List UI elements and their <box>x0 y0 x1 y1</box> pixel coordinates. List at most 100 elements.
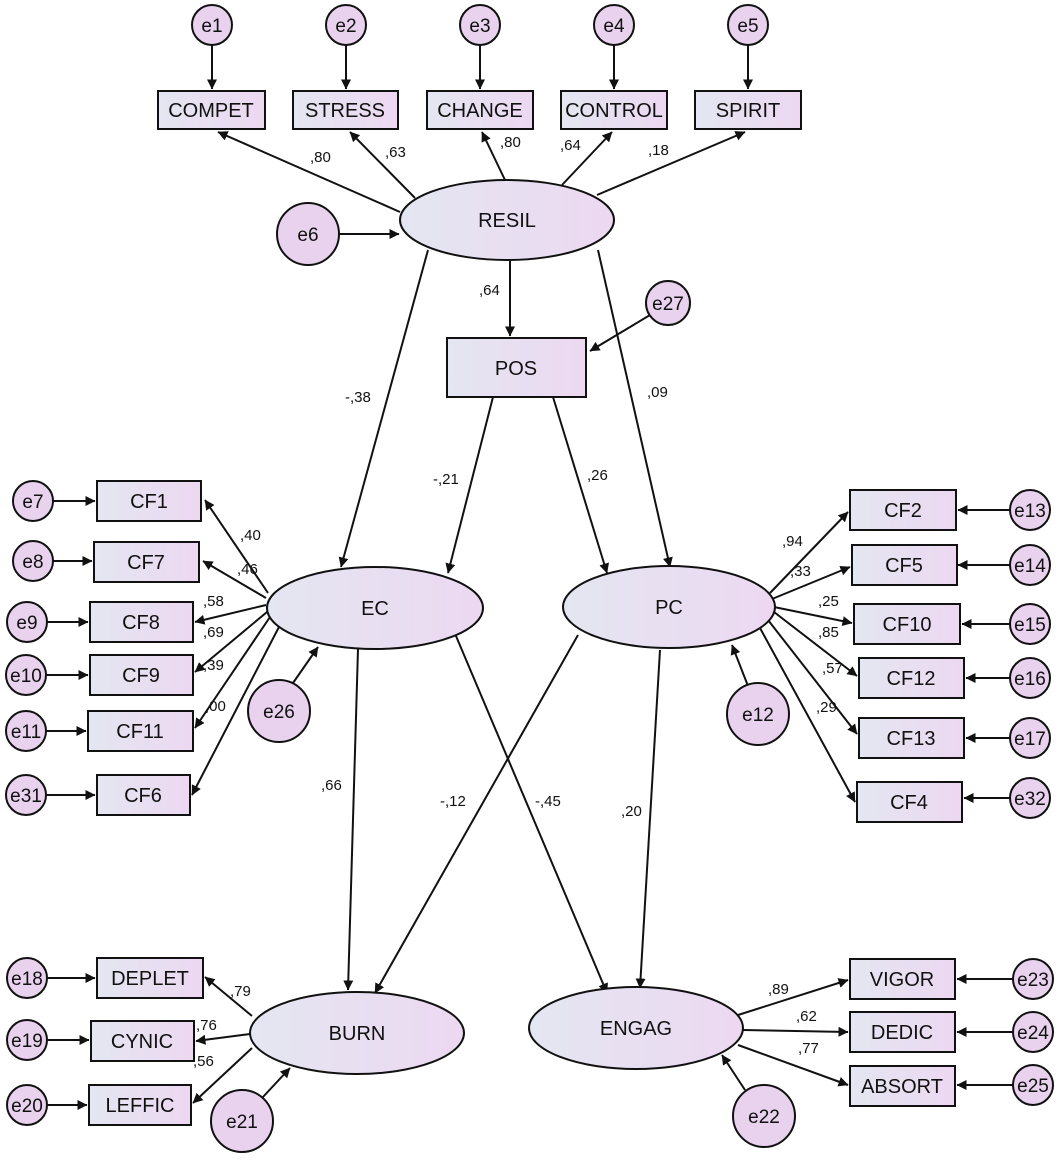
error-e6: e6 <box>276 202 340 266</box>
arrow-burn-leffic <box>192 1047 253 1104</box>
arrow-pc-cf12 <box>773 611 858 677</box>
svg-text:e31: e31 <box>10 786 42 807</box>
coef-engag-vigor: ,89 <box>768 981 789 998</box>
svg-text:e22: e22 <box>748 1107 780 1128</box>
arrow-ec-cf1 <box>204 499 269 594</box>
svg-text:e19: e19 <box>11 1031 43 1052</box>
svg-text:e9: e9 <box>16 613 37 634</box>
latent-engag: ENGAG <box>528 986 744 1070</box>
arrow-e12-pc <box>730 644 749 687</box>
error-e3: e3 <box>459 4 501 46</box>
svg-text:e10: e10 <box>10 666 42 687</box>
svg-text:COMPET: COMPET <box>168 100 254 122</box>
coef-burn-leffic: ,56 <box>193 1053 214 1070</box>
svg-text:SPIRIT: SPIRIT <box>716 100 780 122</box>
coef-burn-cynic: ,76 <box>196 1017 217 1034</box>
observed-vigor: VIGOR <box>849 958 956 1000</box>
coef-engag-absort: ,77 <box>798 1040 819 1057</box>
coef-ec-cf11: ,39 <box>203 657 224 674</box>
coef-engag-dedic: ,62 <box>796 1008 817 1025</box>
svg-text:CF2: CF2 <box>884 500 922 522</box>
error-e17: e17 <box>1009 717 1051 759</box>
arrow-resil-control <box>561 131 613 186</box>
svg-text:CONTROL: CONTROL <box>565 100 663 122</box>
arrow-pos-ec <box>445 396 494 574</box>
coef-ec-cf9: ,69 <box>203 624 224 641</box>
observed-cf2: CF2 <box>849 489 957 531</box>
observed-cf11: CF11 <box>87 710 194 752</box>
svg-text:CF13: CF13 <box>887 728 936 750</box>
svg-text:e2: e2 <box>335 16 356 37</box>
latent-burn: BURN <box>249 991 465 1075</box>
arrow-e21-burn <box>261 1067 291 1099</box>
svg-text:e18: e18 <box>11 969 43 990</box>
error-e7: e7 <box>12 480 54 522</box>
arrow-pc-cf4 <box>759 627 856 803</box>
observed-deplet: DEPLET <box>96 957 204 999</box>
arrow-resil-stress <box>349 131 416 199</box>
svg-text:CF12: CF12 <box>887 668 936 690</box>
svg-text:EC: EC <box>361 598 389 620</box>
coef-resil-stress: ,63 <box>385 144 406 161</box>
svg-text:e21: e21 <box>226 1112 258 1133</box>
observed-cf6: CF6 <box>96 774 191 816</box>
arrow-burn-deplet <box>204 976 253 1017</box>
coef-resil-spirit: ,18 <box>648 142 669 159</box>
arrow-pos-pc <box>552 396 609 574</box>
svg-text:BURN: BURN <box>329 1023 386 1045</box>
observed-cf5: CF5 <box>851 544 958 586</box>
error-e25: e25 <box>1012 1064 1054 1106</box>
svg-text:STRESS: STRESS <box>305 100 385 122</box>
observed-cf9: CF9 <box>89 654 194 696</box>
svg-text:e6: e6 <box>297 225 318 246</box>
coef-pos-ec: -,21 <box>433 471 459 488</box>
arrow-pc-burn <box>374 634 579 994</box>
arrow-resil-ec <box>338 249 429 568</box>
arrow-pc-cf10 <box>773 606 853 626</box>
observed-compet: COMPET <box>157 90 266 130</box>
observed-cf13: CF13 <box>858 717 965 759</box>
error-e32: e32 <box>1009 777 1051 819</box>
arrow-resil-spirit <box>596 131 746 196</box>
error-e21: e21 <box>210 1089 274 1153</box>
arrow-e22-engag <box>721 1054 746 1091</box>
coef-resil-change: ,80 <box>500 134 521 151</box>
observed-cf8: CF8 <box>89 601 194 643</box>
coef-resil-compet: ,80 <box>310 149 331 166</box>
svg-text:e3: e3 <box>469 16 490 37</box>
error-e2: e2 <box>325 4 367 46</box>
error-e12: e12 <box>726 682 790 746</box>
error-e4: e4 <box>593 4 635 46</box>
coef-pos-pc: ,26 <box>587 467 608 484</box>
error-e5: e5 <box>727 4 769 46</box>
latent-resil: RESIL <box>399 179 615 261</box>
error-e16: e16 <box>1009 657 1051 699</box>
arrow-engag-dedic <box>742 1026 849 1037</box>
arrow-burn-cynic <box>195 1033 251 1045</box>
coef-pc-cf12: ,85 <box>818 624 839 641</box>
error-e11: e11 <box>5 710 47 752</box>
coef-ec-cf7: ,46 <box>237 561 258 578</box>
arrow-ec-engag <box>455 635 608 994</box>
coef-ec-cf1: ,40 <box>240 527 261 544</box>
svg-text:e15: e15 <box>1014 615 1046 636</box>
svg-text:CF5: CF5 <box>885 555 923 577</box>
arrow-ec-cf9 <box>194 611 268 673</box>
observed-spirit: SPIRIT <box>694 90 802 130</box>
svg-text:e7: e7 <box>22 492 43 513</box>
svg-text:e13: e13 <box>1014 501 1046 522</box>
arrow-pc-engag <box>635 649 661 989</box>
arrow-e27-pos <box>589 314 651 352</box>
svg-text:e26: e26 <box>263 702 295 723</box>
arrow-pc-cf13 <box>767 619 858 735</box>
observed-cf7: CF7 <box>93 541 200 583</box>
svg-text:e24: e24 <box>1017 1023 1049 1044</box>
observed-leffic: LEFFIC <box>88 1084 192 1126</box>
svg-text:CYNIC: CYNIC <box>111 1031 173 1053</box>
arrow-e26-ec <box>292 646 319 684</box>
arrow-resil-pc <box>597 249 673 568</box>
error-e23: e23 <box>1012 958 1054 1000</box>
svg-text:CF1: CF1 <box>130 491 168 513</box>
error-e31: e31 <box>5 774 47 816</box>
svg-text:LEFFIC: LEFFIC <box>106 1095 175 1117</box>
